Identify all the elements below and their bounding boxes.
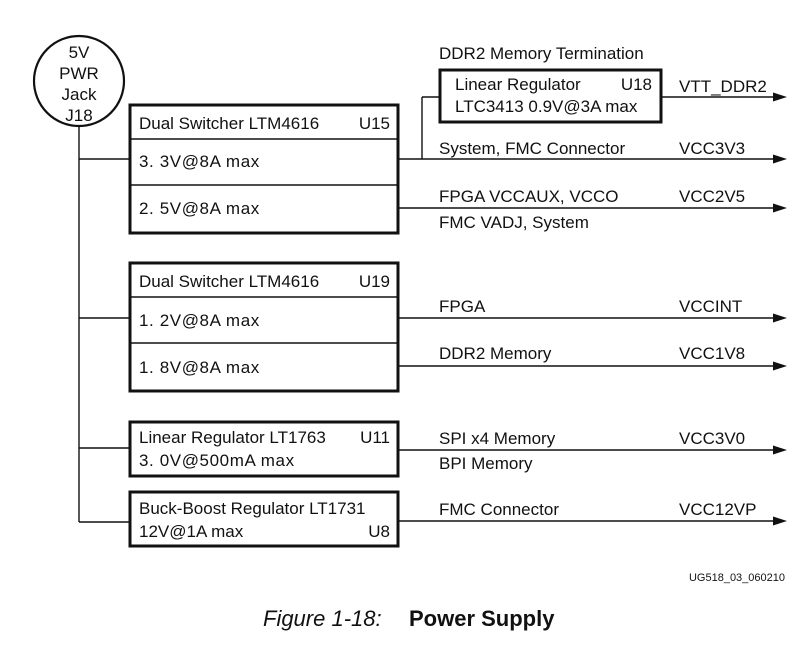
rail-vccint: FPGA VCCINT xyxy=(398,297,787,323)
rail-vcc2v5-name: VCC2V5 xyxy=(679,187,745,206)
block-u11: Linear Regulator LT1763 U11 3. 0V@500mA … xyxy=(128,420,400,478)
block-u19-output-1: 1. 2V@8A max xyxy=(139,311,260,330)
block-u15-output-2: 2. 5V@8A max xyxy=(139,199,260,218)
rail-vtt-ddr2-arrowhead xyxy=(773,92,787,102)
figure-reference-id: UG518_03_060210 xyxy=(689,572,785,584)
block-u19: Dual Switcher LTM4616 U19 1. 2V@8A max 1… xyxy=(128,261,400,393)
rail-vcc1v8-load: DDR2 Memory xyxy=(439,344,552,363)
jack-label-j18: J18 xyxy=(65,106,92,125)
block-u19-frame xyxy=(128,261,400,393)
block-u8-output-1: 12V@1A max xyxy=(139,522,244,541)
rail-vcc2v5-load-2: FMC VADJ, System xyxy=(439,213,589,232)
block-u11-ref: U11 xyxy=(360,428,390,447)
block-u15-output-1: 3. 3V@8A max xyxy=(139,152,260,171)
rail-vcc3v0-load-1: SPI x4 Memory xyxy=(439,429,556,448)
block-u18-frame xyxy=(438,68,663,124)
block-u18-header: DDR2 Memory Termination xyxy=(439,44,644,63)
jack-label-jack: Jack xyxy=(62,85,97,104)
block-u11-title: Linear Regulator LT1763 xyxy=(139,428,326,447)
block-u8-title: Buck-Boost Regulator LT1731 xyxy=(139,499,365,518)
block-u19-output-2: 1. 8V@8A max xyxy=(139,358,260,377)
rail-vtt-ddr2: VTT_DDR2 xyxy=(661,77,787,102)
block-u19-title: Dual Switcher LTM4616 xyxy=(139,272,319,291)
rail-vcc3v3-name: VCC3V3 xyxy=(679,139,745,158)
block-u15: Dual Switcher LTM4616 U15 3. 3V@8A max 2… xyxy=(128,103,400,235)
rail-vccint-name: VCCINT xyxy=(679,297,742,316)
rail-vcc3v3-load: System, FMC Connector xyxy=(439,139,625,158)
rail-vcc3v3-arrowhead xyxy=(773,154,787,164)
figure-caption-title: Power Supply xyxy=(409,606,555,631)
rail-vcc3v0-load-2: BPI Memory xyxy=(439,454,533,473)
u18-feed xyxy=(421,96,440,159)
jack-label-pwr: PWR xyxy=(59,64,99,83)
rail-vcc12vp-arrowhead xyxy=(773,516,787,526)
block-u18-output-1: LTC3413 0.9V@3A max xyxy=(455,97,638,116)
block-u15-title: Dual Switcher LTM4616 xyxy=(139,114,319,133)
block-u8-ref: U8 xyxy=(368,522,390,541)
block-u11-output-1: 3. 0V@500mA max xyxy=(139,451,295,470)
rail-vcc1v8-name: VCC1V8 xyxy=(679,344,745,363)
rail-vcc12vp-load: FMC Connector xyxy=(439,500,559,519)
rail-vcc3v0-name: VCC3V0 xyxy=(679,429,745,448)
rail-vcc2v5: FPGA VCCAUX, VCCO FMC VADJ, System VCC2V… xyxy=(398,187,787,232)
block-u8-frame xyxy=(128,490,400,548)
rail-vcc3v0-arrowhead xyxy=(773,445,787,455)
rail-vcc3v3: System, FMC Connector VCC3V3 xyxy=(398,139,787,164)
block-u18: DDR2 Memory Termination Linear Regulator… xyxy=(438,44,663,124)
power-jack-j18: 5V PWR Jack J18 xyxy=(32,34,126,128)
input-bus xyxy=(78,126,130,523)
jack-label-5v: 5V xyxy=(69,43,90,62)
rail-vcc1v8: DDR2 Memory VCC1V8 xyxy=(398,344,787,371)
rail-vccint-load: FPGA xyxy=(439,297,486,316)
rail-vcc2v5-arrowhead xyxy=(773,203,787,213)
block-u18-title: Linear Regulator xyxy=(455,75,581,94)
rail-vccint-arrowhead xyxy=(773,313,787,323)
block-u19-ref: U19 xyxy=(359,272,390,291)
block-u15-ref: U15 xyxy=(359,114,390,133)
rail-vcc2v5-load-1: FPGA VCCAUX, VCCO xyxy=(439,187,618,206)
rail-vcc12vp: FMC Connector VCC12VP xyxy=(398,500,787,526)
figure-caption-number: Figure 1-18: xyxy=(263,606,382,631)
rail-vcc1v8-arrowhead xyxy=(773,361,787,371)
rail-vcc3v0: SPI x4 Memory BPI Memory VCC3V0 xyxy=(398,429,787,473)
block-u8: Buck-Boost Regulator LT1731 12V@1A max U… xyxy=(128,490,400,548)
figure-caption: Figure 1-18: Power Supply xyxy=(263,606,555,631)
rail-vcc12vp-name: VCC12VP xyxy=(679,500,756,519)
block-u18-ref: U18 xyxy=(621,75,652,94)
block-u15-frame xyxy=(128,103,400,235)
rail-vtt-ddr2-name: VTT_DDR2 xyxy=(679,77,767,96)
block-u11-frame xyxy=(128,420,400,478)
